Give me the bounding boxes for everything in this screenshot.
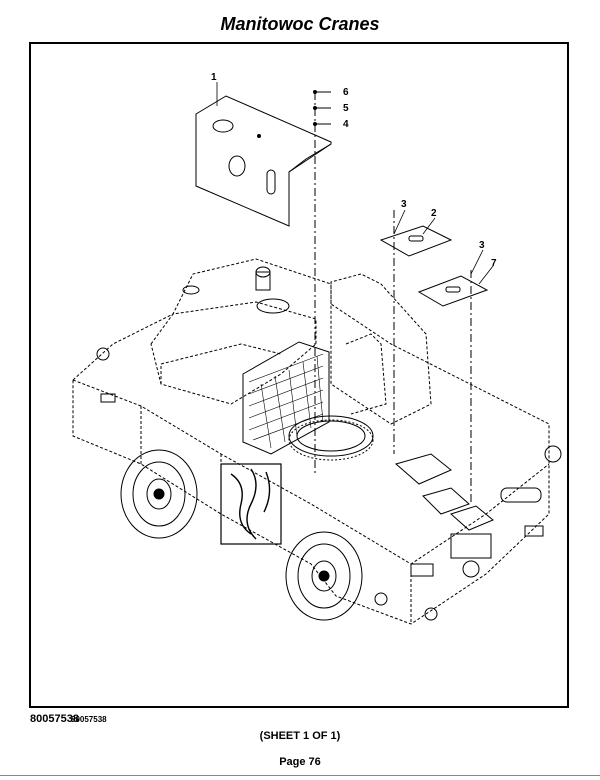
rear-deck-hatches <box>394 453 494 531</box>
part-number: 80057538 <box>30 713 79 725</box>
carrier-body <box>72 258 550 625</box>
callout-1: 1 <box>211 72 217 83</box>
cover-plate-2 <box>379 225 453 257</box>
sheet-indicator: (SHEET 1 OF 1) <box>259 730 341 742</box>
callout-5: 5 <box>343 103 349 114</box>
top-cover-plate <box>195 95 332 227</box>
drawing-number: 80057538 <box>71 715 107 724</box>
radiator-grille <box>242 341 330 455</box>
document-title: Manitowoc Cranes <box>220 14 380 34</box>
slewing-ring <box>288 415 374 461</box>
front-wheel <box>120 449 198 539</box>
engine-components <box>182 266 290 545</box>
rear-equipment <box>96 347 562 621</box>
callout-2: 2 <box>431 208 437 219</box>
page-divider <box>0 775 600 776</box>
page-number: Page 76 <box>279 756 321 768</box>
callout-3a: 3 <box>401 199 407 210</box>
callout-3b: 3 <box>479 240 485 251</box>
drawing-frame: 1 6 5 4 3 2 3 7 80057538 <box>29 42 569 724</box>
callout-7: 7 <box>491 258 497 269</box>
callout-4: 4 <box>343 119 349 130</box>
fastener-stack <box>313 90 331 126</box>
callout-6: 6 <box>343 87 349 98</box>
exploded-view-drawing: 1 6 5 4 3 2 3 7 <box>72 72 562 625</box>
rear-wheel <box>285 531 363 621</box>
cover-plate-7 <box>417 275 489 307</box>
